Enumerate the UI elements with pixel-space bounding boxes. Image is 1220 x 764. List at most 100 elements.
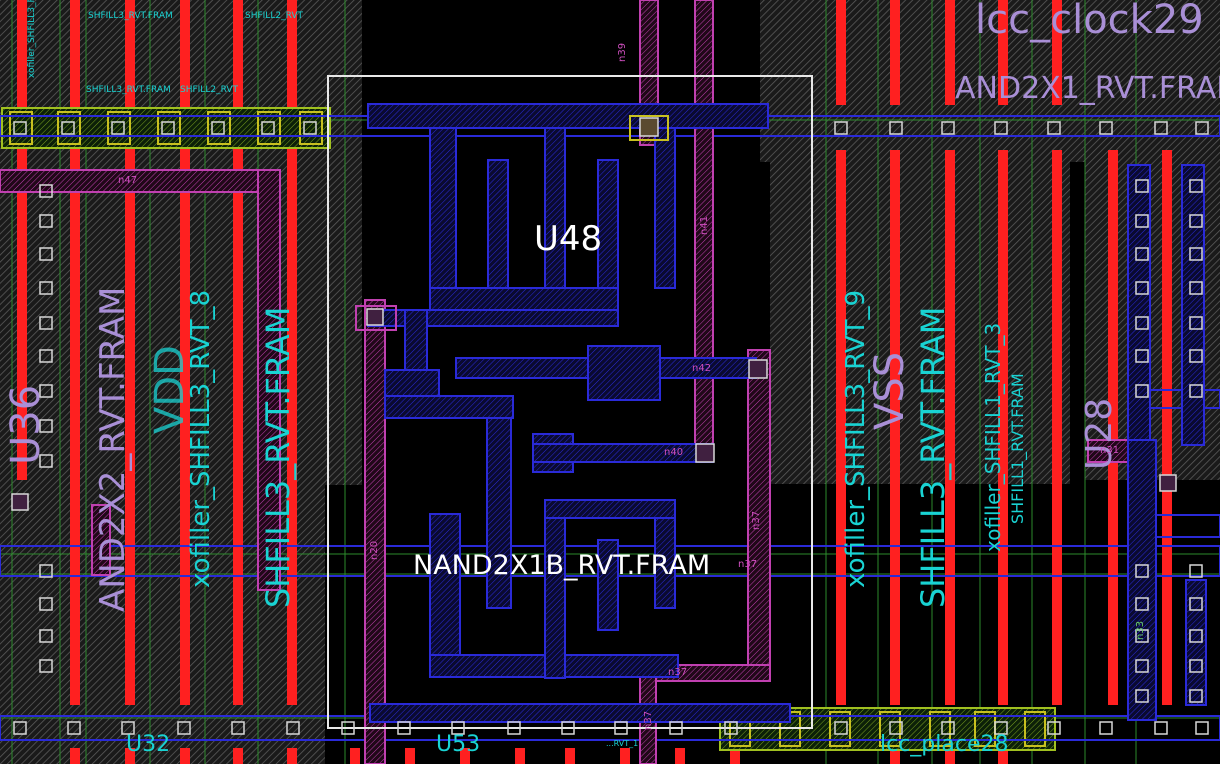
via-contact: [1135, 179, 1149, 193]
via-contact: [286, 721, 300, 735]
via-contact: [889, 721, 903, 735]
via-contact: [669, 721, 683, 735]
via-contact: [303, 121, 317, 135]
via-contact: [834, 121, 848, 135]
vias: [13, 121, 1209, 735]
via-contact: [561, 721, 575, 735]
via-contact: [1189, 384, 1203, 398]
net-label-n20: n20: [369, 540, 380, 560]
cell-type-label[interactable]: NAND2X1B_RVT.FRAM: [413, 550, 711, 581]
via-contact: [1189, 597, 1203, 611]
via-contact: [1135, 659, 1149, 673]
filler-label-right[interactable]: xofiller_SHFILL3_RVT_9: [841, 289, 871, 588]
cell-name-u32[interactable]: U32: [126, 732, 171, 757]
cell-name-clock[interactable]: lcc_clock29: [975, 0, 1204, 43]
net-label-n42: n42: [692, 363, 712, 374]
net-label-n39: n39: [617, 42, 628, 62]
net-label-n33: n33: [1135, 620, 1146, 640]
filler-label-top-4: SHFILL3_RVT.FRAM: [88, 11, 173, 21]
via-contact: [1135, 384, 1149, 398]
via-contact: [39, 316, 53, 330]
via-contact: [1189, 659, 1203, 673]
via-contact: [724, 721, 738, 735]
power-net-vss[interactable]: VSS: [867, 351, 913, 430]
shfill-label-left[interactable]: SHFILL3_RVT.FRAM: [259, 306, 297, 608]
via-contact: [1047, 121, 1061, 135]
cell-name-u36[interactable]: U36: [3, 384, 49, 465]
via-contact: [1189, 214, 1203, 228]
pin-highlights: [11, 115, 1177, 511]
via-contact: [1189, 629, 1203, 643]
filler-label-top-2: SHFILL3_RVT.FRAM: [86, 85, 171, 95]
via-contact: [834, 721, 848, 735]
via-contact: [1135, 316, 1149, 330]
power-strip-top: [1, 107, 331, 149]
filler-label-left[interactable]: xofiller_SHFILL3_RVT_8: [186, 289, 216, 588]
via-contact: [39, 384, 53, 398]
via-contact: [1189, 564, 1203, 578]
cell-name-u28[interactable]: U28: [1079, 397, 1120, 470]
via-contact: [1189, 247, 1203, 261]
via-contact: [61, 121, 75, 135]
via-contact: [1135, 349, 1149, 363]
cell-name-place[interactable]: lcc_place28: [880, 732, 1009, 757]
cell-type-and2x-top[interactable]: AND2X1_RVT.FRAM: [955, 71, 1220, 106]
via-contact: [121, 721, 135, 735]
via-contact: [39, 281, 53, 295]
via-contact: [1189, 689, 1203, 703]
shfill-label-right[interactable]: SHFILL3_RVT.FRAM: [914, 306, 952, 608]
net-label-n41: n41: [699, 215, 710, 235]
via-contact: [161, 121, 175, 135]
via-contact: [1154, 721, 1168, 735]
bottom-rail-stubs: [70, 748, 1008, 764]
cell-name-u48[interactable]: U48: [534, 219, 603, 259]
shfill-label-right-2[interactable]: SHFILL1_RVT.FRAM: [1008, 373, 1027, 524]
via-contact: [397, 721, 411, 735]
u48-internal-metal: [367, 103, 791, 723]
via-contact: [39, 659, 53, 673]
via-contact: [39, 349, 53, 363]
cell-boundary-u48: [327, 75, 813, 729]
via-contact: [941, 721, 955, 735]
net-label-n40: n40: [664, 447, 684, 458]
via-contact: [451, 721, 465, 735]
via-contact: [39, 247, 53, 261]
via-contact: [39, 214, 53, 228]
via-contact: [1189, 281, 1203, 295]
filler-label-right-2[interactable]: xofiller_SHFILL1_RVT_3: [981, 322, 1005, 552]
net-label-n37-b: n37: [668, 667, 688, 678]
filler-label-top-5: SHFILL2_RVT: [245, 11, 303, 21]
via-contact: [13, 121, 27, 135]
net-label-n47: n47: [118, 175, 138, 186]
cell-name-u53[interactable]: U53: [436, 732, 481, 757]
via-contact: [1099, 121, 1113, 135]
via-contact: [111, 121, 125, 135]
filler-label-top-1: xofiller_SHFILL3_RVT_2: [27, 0, 37, 78]
via-contact: [261, 121, 275, 135]
via-contact: [1135, 281, 1149, 295]
via-contact: [1047, 721, 1061, 735]
via-contact: [67, 721, 81, 735]
via-contact: [1189, 349, 1203, 363]
via-contact: [1195, 121, 1209, 135]
via-contact: [1195, 721, 1209, 735]
via-contact: [1135, 597, 1149, 611]
via-contact: [1135, 214, 1149, 228]
metal-rails-right: [836, 0, 1172, 705]
via-contact: [39, 564, 53, 578]
net-label-n31: n31: [1100, 445, 1120, 456]
via-contact: [1135, 629, 1149, 643]
via-contact: [177, 721, 191, 735]
via-contact: [1189, 179, 1203, 193]
cell-type-and2x-left[interactable]: AND2X2_RVT.FRAM: [93, 286, 133, 612]
via-contact: [1135, 247, 1149, 261]
via-contact: [941, 121, 955, 135]
via-contact: [211, 121, 225, 135]
via-contact: [1189, 316, 1203, 330]
power-net-vdd[interactable]: VDD: [147, 345, 193, 434]
net-label-n37-d: n37: [738, 559, 758, 570]
metal-rails-left: [17, 0, 297, 705]
via-contact: [614, 721, 628, 735]
